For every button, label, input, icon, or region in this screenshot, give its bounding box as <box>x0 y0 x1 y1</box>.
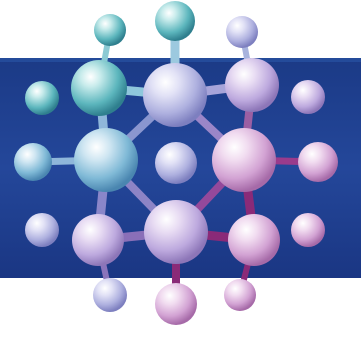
sphere-large <box>74 128 138 192</box>
sphere-large <box>144 200 208 264</box>
sphere-small <box>155 1 195 41</box>
sphere-large <box>225 58 279 112</box>
sphere-small <box>25 213 59 247</box>
sphere-small <box>155 283 197 325</box>
sphere-small <box>224 279 256 311</box>
band-top-edge <box>0 58 361 62</box>
sphere-small <box>291 80 325 114</box>
sphere-small <box>25 81 59 115</box>
sphere-small <box>94 14 126 46</box>
sphere-small <box>14 143 52 181</box>
sphere-large <box>228 214 280 266</box>
sphere-small <box>226 16 258 48</box>
sphere-small <box>291 213 325 247</box>
sphere-small <box>93 278 127 312</box>
spheres <box>14 1 338 325</box>
sphere-large <box>71 60 127 116</box>
sphere-center <box>155 142 197 184</box>
sphere-large <box>212 128 276 192</box>
sphere-large <box>143 63 207 127</box>
sphere-large <box>72 214 124 266</box>
sphere-small <box>298 142 338 182</box>
